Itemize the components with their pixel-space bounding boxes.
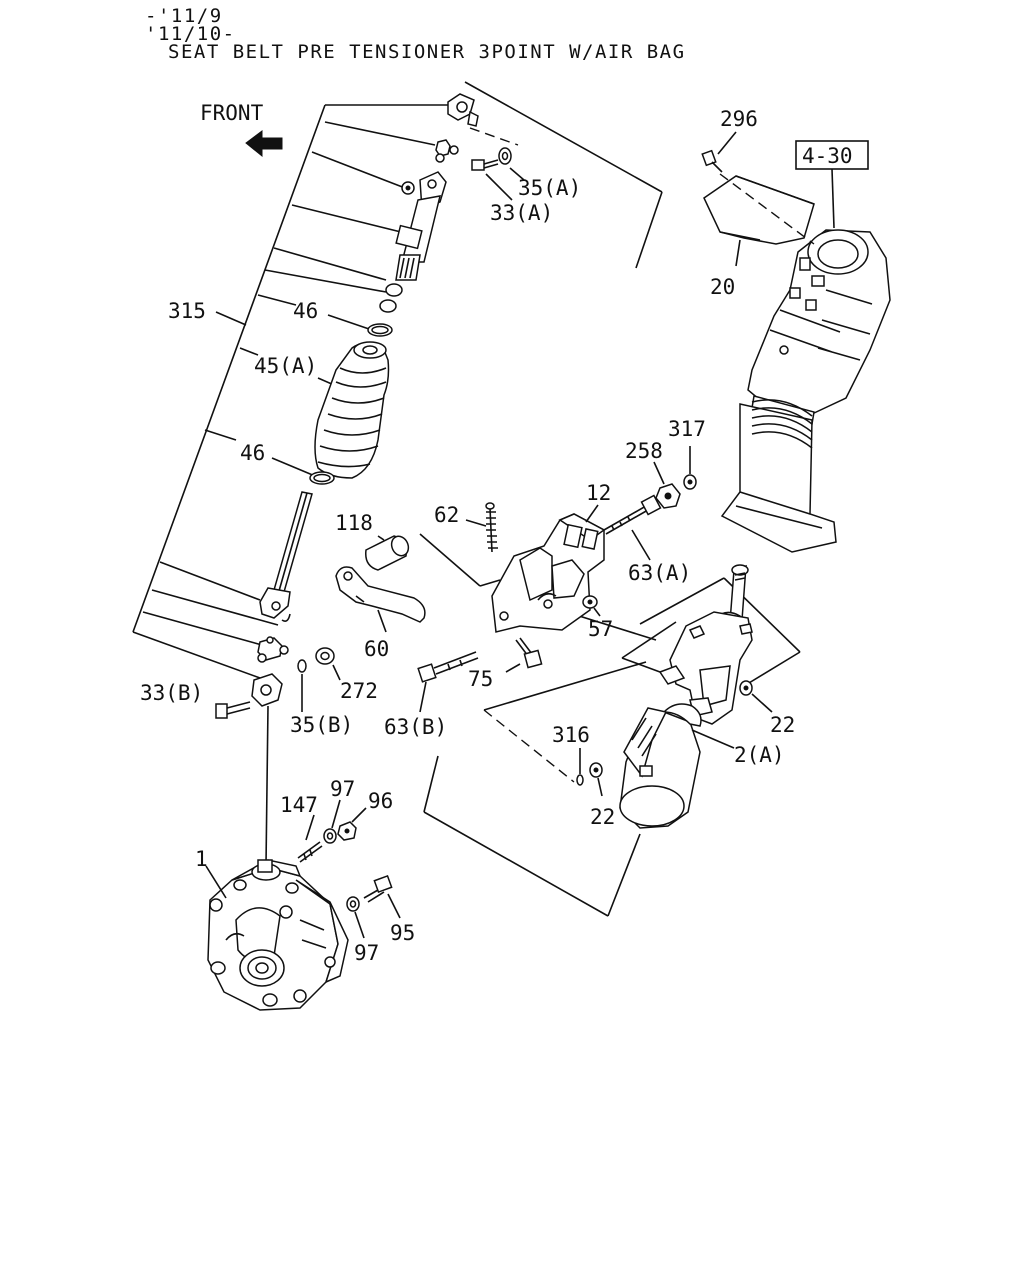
callout-147: 147 [280, 793, 318, 817]
header-date-to: '11/10- [145, 23, 236, 45]
column-gaiter[interactable] [720, 399, 837, 553]
shaft-bracket-lines [132, 104, 450, 679]
washer-97-upper[interactable] [323, 828, 337, 844]
steering-gearbox[interactable] [207, 859, 349, 1011]
callout-35a: 35(A) [518, 176, 581, 200]
screw-296[interactable] [701, 149, 723, 173]
lower-yoke[interactable] [251, 673, 283, 707]
callout-62: 62 [434, 503, 459, 527]
callout-97-upper: 97 [330, 777, 355, 801]
callout-22-upper: 22 [770, 713, 795, 737]
bolt-95[interactable] [363, 875, 393, 903]
callout-33b: 33(B) [140, 681, 203, 705]
column-lower-tube[interactable] [619, 703, 702, 829]
callout-2a: 2(A) [734, 743, 785, 767]
callout-35b: 35(B) [290, 713, 353, 737]
washer-97-lower[interactable] [346, 896, 360, 912]
header-title: SEAT BELT PRE TENSIONER 3POINT W/AIR BAG [168, 41, 686, 63]
callout-63b: 63(B) [384, 715, 447, 739]
tilt-lever-60[interactable] [335, 566, 426, 623]
washer-22-lower[interactable] [589, 762, 603, 778]
spider-joint-lower[interactable] [257, 636, 289, 663]
bolt-63a[interactable] [603, 494, 662, 535]
bolt-33a[interactable] [471, 159, 499, 171]
stud-147[interactable] [297, 841, 323, 863]
callout-95: 95 [390, 921, 415, 945]
callout-60: 60 [364, 637, 389, 661]
upper-frame-lines [464, 81, 663, 269]
lower-shaft[interactable] [259, 491, 313, 622]
clamp-46-upper[interactable] [367, 323, 393, 337]
callout-75: 75 [468, 667, 493, 691]
washer-22-upper[interactable] [739, 680, 753, 696]
column-body-2a[interactable] [658, 611, 753, 725]
boot-bellows[interactable] [314, 341, 390, 479]
callout-33a: 33(A) [490, 201, 553, 225]
bolt-63b[interactable] [417, 651, 479, 683]
lower-frame-lines [423, 755, 641, 917]
reference-box-label: 4-30 [802, 144, 853, 168]
reference-box[interactable]: 4-30 [795, 140, 869, 170]
washer-35b[interactable] [297, 659, 307, 673]
nut-96[interactable] [337, 821, 357, 841]
clamp-46-lower[interactable] [309, 471, 335, 485]
callout-272: 272 [340, 679, 378, 703]
nut-57[interactable] [582, 595, 598, 609]
callout-20: 20 [710, 275, 735, 299]
column-cover[interactable] [747, 229, 891, 425]
callout-46-lower: 46 [240, 441, 265, 465]
washer-35a[interactable] [498, 147, 512, 165]
callout-22-lower: 22 [590, 805, 615, 829]
callout-45a: 45(A) [254, 354, 317, 378]
callout-317: 317 [668, 417, 706, 441]
spring-62[interactable] [485, 502, 498, 553]
callout-63a: 63(A) [628, 561, 691, 585]
callout-96: 96 [368, 789, 393, 813]
front-arrow-icon [245, 130, 283, 158]
callout-258: 258 [625, 439, 663, 463]
cover-panel-20[interactable] [703, 175, 815, 245]
callout-316: 316 [552, 723, 590, 747]
callout-97-lower: 97 [354, 941, 379, 965]
nut-shaft-1[interactable] [385, 283, 403, 297]
nut-272[interactable] [315, 647, 335, 665]
front-label: FRONT [200, 101, 264, 125]
header-date-from: -'11/9 [145, 5, 223, 27]
callout-118: 118 [335, 511, 373, 535]
clip-316[interactable] [576, 774, 584, 786]
upper-shaft[interactable] [395, 171, 447, 281]
callout-12: 12 [586, 481, 611, 505]
callout-57: 57 [588, 617, 613, 641]
nut-upper[interactable] [401, 181, 415, 195]
callout-296: 296 [720, 107, 758, 131]
nut-258[interactable] [655, 483, 681, 509]
upper-universal-joint[interactable] [447, 93, 479, 127]
nut-shaft-2[interactable] [379, 299, 397, 313]
callout-46-upper: 46 [293, 299, 318, 323]
callout-1: 1 [195, 847, 208, 871]
spider-joint-upper[interactable] [435, 139, 459, 163]
bolt-75[interactable] [515, 637, 543, 669]
callout-315: 315 [168, 299, 206, 323]
bolt-33b[interactable] [215, 701, 251, 719]
column-bracket-12[interactable] [491, 513, 606, 633]
washer-317[interactable] [683, 474, 697, 490]
roller-118[interactable] [365, 534, 412, 571]
